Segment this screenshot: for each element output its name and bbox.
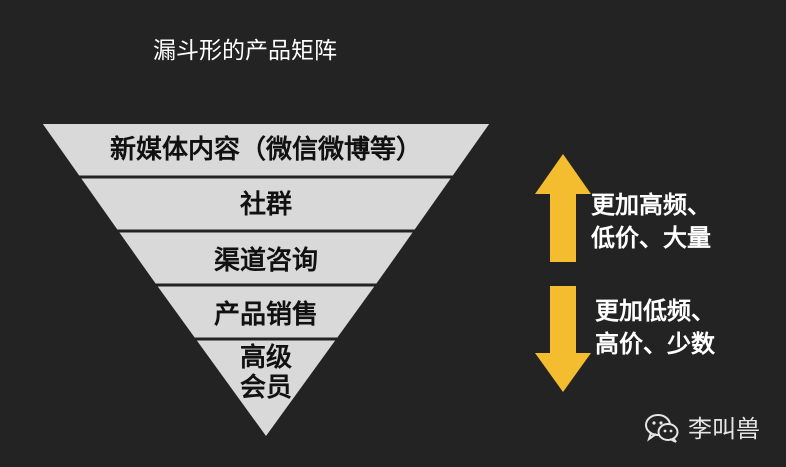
wechat-icon xyxy=(645,414,679,443)
arrow-down-caption-line1: 更加低频、 xyxy=(595,297,715,325)
funnel-tier-product-sales: 产品销售 xyxy=(213,300,318,330)
arrow-up-icon xyxy=(535,154,591,262)
arrow-up-caption: 更加高频、 低价、大量 xyxy=(591,189,711,255)
arrow-down-caption: 更加低频、 高价、少数 xyxy=(595,295,715,361)
funnel-tier-premium-line2: 会员 xyxy=(239,373,292,403)
slide-title: 漏斗形的产品矩阵 xyxy=(153,38,337,64)
funnel-mask-right xyxy=(266,120,786,440)
funnel-tier-premium-member: 高级 会员 xyxy=(200,343,332,403)
arrow-down-caption-line2: 高价、少数 xyxy=(595,330,715,358)
funnel-mask-left xyxy=(0,120,266,440)
arrow-up-caption-line2: 低价、大量 xyxy=(591,224,711,252)
watermark-author: 李叫兽 xyxy=(688,415,760,443)
funnel-shape xyxy=(40,124,492,436)
arrow-up-caption-line1: 更加高频、 xyxy=(591,191,711,219)
arrow-down-icon xyxy=(535,286,591,392)
funnel-tier-community: 社群 xyxy=(239,190,292,220)
funnel-tier-premium-line1: 高级 xyxy=(239,343,292,373)
funnel-tier-new-media: 新媒体内容（微信微博等） xyxy=(109,135,422,165)
funnel-tier-channel-consult: 渠道咨询 xyxy=(213,246,318,276)
